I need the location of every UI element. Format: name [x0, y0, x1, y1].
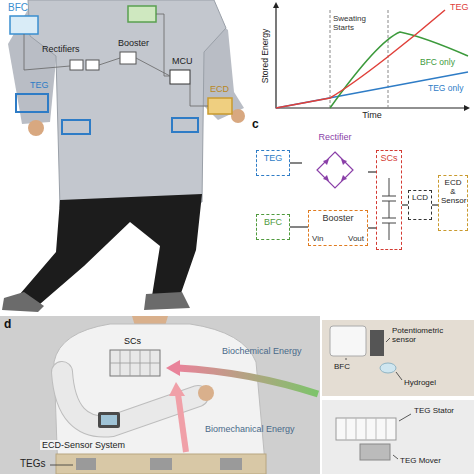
biomechanical-arrow — [178, 394, 186, 452]
part-label: TEGs — [20, 458, 46, 470]
wiring — [24, 14, 208, 106]
hydrogel — [380, 363, 396, 373]
teg-patch — [16, 94, 48, 112]
hand — [231, 109, 245, 123]
series-label: TEG — [450, 2, 469, 12]
trousers — [20, 194, 202, 304]
panel-letter: d — [4, 318, 11, 332]
rectifier-chip — [86, 60, 99, 70]
part-label: BFC — [334, 362, 350, 371]
energy-label: Biomechanical Energy — [205, 424, 295, 434]
arrow-head — [166, 360, 180, 376]
biochemical-arrow — [178, 368, 318, 394]
booster-box: BoosterVin Vout — [308, 210, 368, 246]
belt — [56, 454, 266, 474]
axis-arrow — [273, 2, 279, 8]
part-label: ECD-Sensor System — [40, 440, 127, 450]
leader-line — [346, 338, 402, 380]
node-title: SCs — [379, 153, 399, 163]
display-box: LCD — [408, 190, 432, 220]
source-box: BFC — [256, 214, 290, 240]
teg-patch — [62, 120, 90, 134]
arrow-head — [169, 382, 185, 396]
shoe — [144, 292, 190, 310]
panel-letter: c — [252, 118, 259, 132]
circuit-wire — [290, 162, 302, 163]
hand — [198, 385, 214, 401]
bridge-outline — [317, 152, 353, 188]
diode-symbol — [323, 159, 347, 181]
supercapacitor-grid — [110, 350, 160, 376]
part-label: BFC — [8, 2, 28, 14]
watch — [98, 412, 120, 428]
ecd-watch — [208, 98, 232, 114]
part-label: MCU — [172, 56, 193, 66]
part-label: TEG — [30, 80, 49, 90]
sensor-strip — [370, 330, 384, 356]
hand — [28, 120, 44, 136]
chart-annotation: Sweating Starts — [333, 14, 383, 32]
load-box: ECD & Sensor — [438, 175, 468, 231]
series-label: TEG only — [428, 84, 463, 94]
teg-patch — [172, 118, 198, 132]
photo-wall — [0, 316, 320, 474]
circuit-wire — [290, 226, 308, 227]
part-label: Hydrogel — [404, 378, 436, 387]
supercapacitor-array — [110, 350, 160, 376]
part-label: TEG Mover — [400, 456, 441, 465]
leader-line — [50, 465, 73, 466]
bfc-patch — [330, 326, 366, 356]
part-label: Rectifiers — [42, 44, 80, 54]
torso-shirt — [28, 0, 226, 208]
circuit-wire — [368, 227, 376, 228]
teg-stator — [336, 418, 396, 440]
teg-module — [220, 458, 242, 470]
axis-title: Stored Energy — [261, 29, 271, 83]
part-label: Booster — [118, 38, 149, 48]
node-title: BFC — [259, 217, 287, 227]
part-label: TEG Stator — [414, 406, 454, 415]
pin-label: Vout — [348, 234, 364, 243]
leader-line — [393, 414, 411, 459]
part-label: ECD — [210, 84, 229, 94]
teg-bfc-curve — [276, 10, 445, 108]
part-label: Potentiometric sensor — [392, 326, 464, 344]
booster-chip — [120, 52, 136, 64]
teg-module — [150, 458, 172, 470]
node-title: Booster — [311, 213, 365, 223]
pin-label: Vin — [312, 234, 323, 243]
watch-screen — [101, 415, 117, 425]
storage-box: SCs — [376, 150, 402, 250]
bfc-patch — [128, 6, 156, 22]
sweat-marker — [330, 10, 331, 108]
node-title: TEG — [259, 153, 287, 163]
rectifier-bridge: Rectifier — [302, 130, 368, 194]
stator-stripes — [346, 418, 386, 440]
teg-mover — [360, 444, 390, 460]
rectifier-chip — [70, 60, 83, 70]
axis-title: Time — [362, 110, 382, 120]
shoe — [2, 292, 44, 312]
node-title: Rectifier — [304, 132, 366, 142]
part-label: SCs — [124, 336, 141, 346]
inset-photo — [322, 320, 474, 396]
series-label: BFC only — [420, 58, 455, 68]
teg-module — [76, 458, 96, 470]
bfc-patch — [10, 16, 38, 34]
energy-label: Biochemical Energy — [222, 346, 302, 356]
mcu-chip — [170, 70, 190, 84]
axis-arrow — [464, 105, 470, 111]
source-box: TEG — [256, 150, 290, 176]
sweat-marker — [388, 10, 389, 108]
inset-photo — [322, 400, 474, 474]
node-title: LCD — [411, 193, 429, 202]
node-title: ECD & Sensor — [441, 178, 465, 206]
bfc-only-curve — [330, 32, 468, 108]
circuit-wire — [368, 171, 376, 172]
capacitor-symbol — [382, 178, 396, 240]
